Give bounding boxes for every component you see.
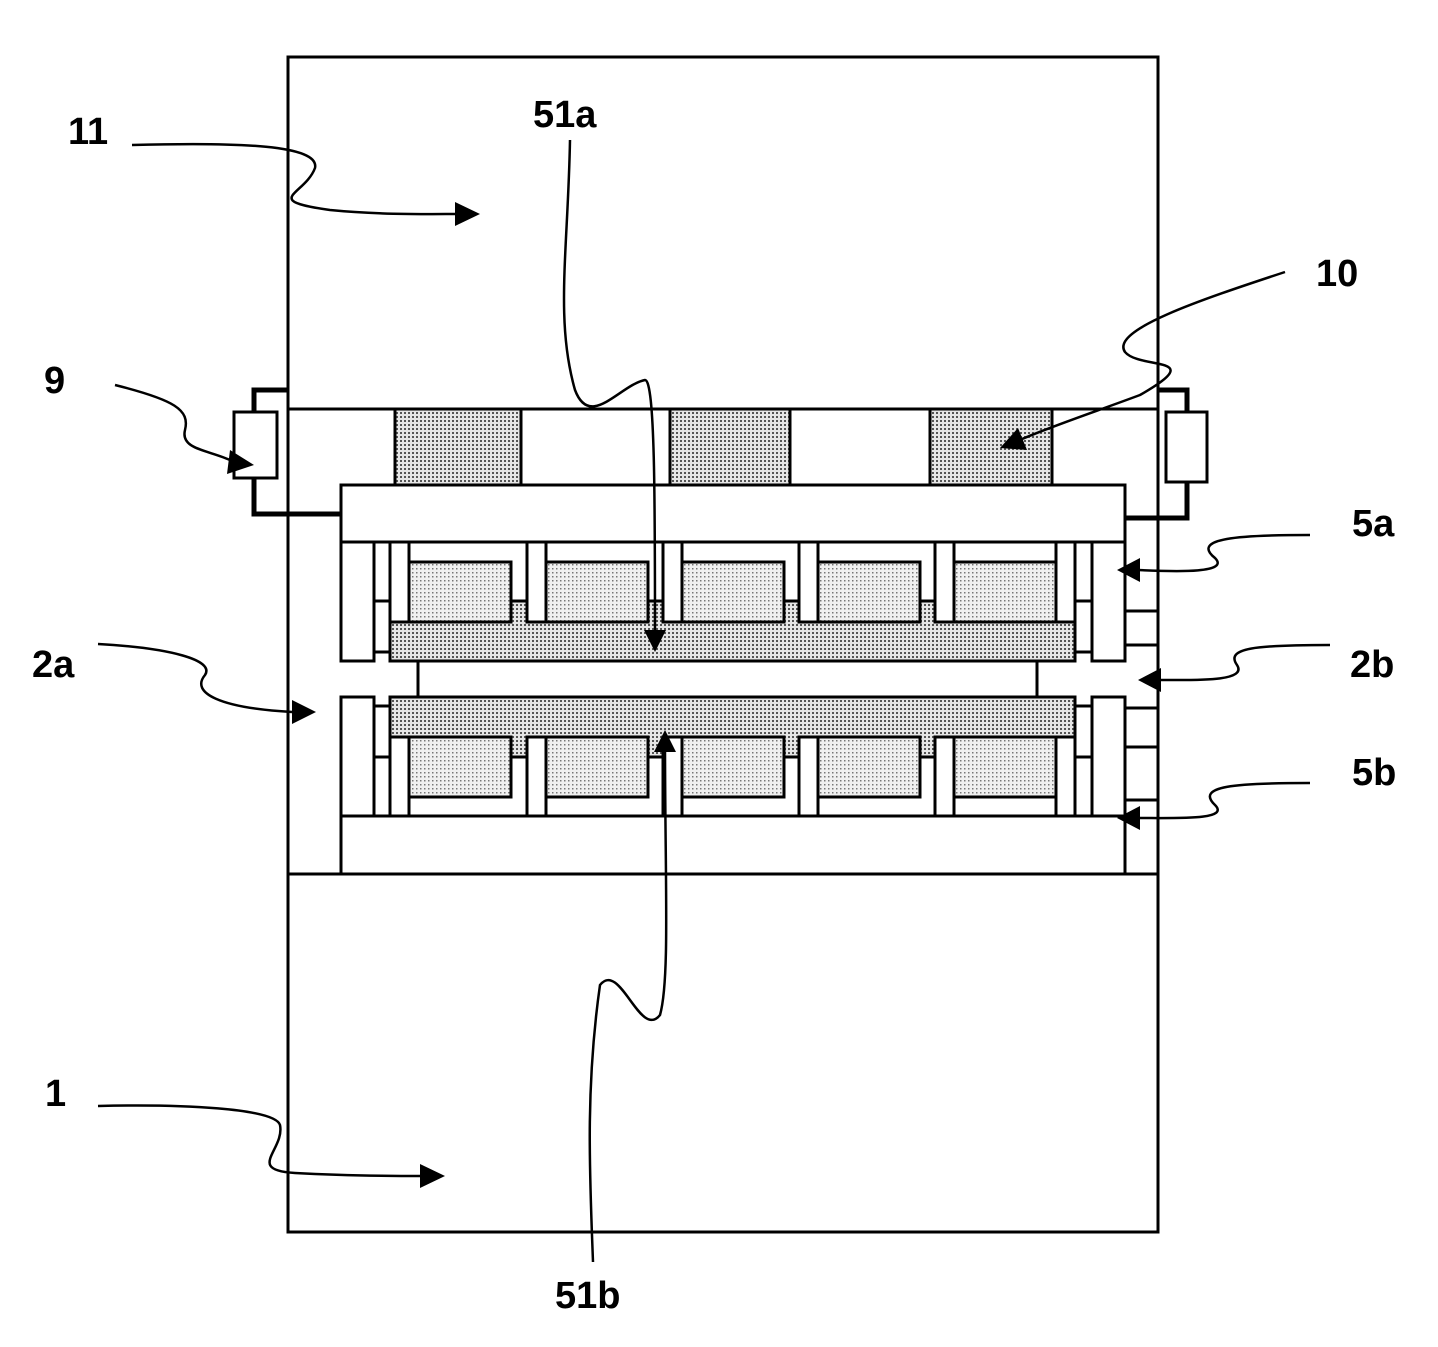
label-1: 1 xyxy=(45,1075,66,1113)
label-2a: 2a xyxy=(32,646,74,684)
leader-5b xyxy=(1138,783,1310,818)
label-51a: 51a xyxy=(533,96,596,134)
lower-plate xyxy=(341,816,1125,874)
label-11: 11 xyxy=(68,113,108,151)
label-9: 9 xyxy=(44,362,65,400)
leader-9 xyxy=(115,385,232,461)
lower-left-rail xyxy=(341,697,374,816)
label-5a: 5a xyxy=(1352,505,1394,543)
leader-5a xyxy=(1138,535,1310,571)
lower-segments xyxy=(409,737,1056,797)
magnet-block-3 xyxy=(930,409,1052,485)
lower-right-rail xyxy=(1092,697,1125,816)
leader-2b xyxy=(1160,645,1330,680)
magnet-block-1 xyxy=(395,409,521,485)
magnet-block-2 xyxy=(670,409,790,485)
upper-segments xyxy=(409,562,1056,622)
upper-plate xyxy=(341,485,1125,542)
upper-left-rail xyxy=(341,542,374,661)
label-5b: 5b xyxy=(1352,754,1396,792)
label-51b: 51b xyxy=(555,1277,620,1315)
leader-2a xyxy=(98,644,292,712)
label-2b: 2b xyxy=(1350,646,1394,684)
label-10: 10 xyxy=(1316,255,1358,293)
upper-right-rail xyxy=(1092,542,1125,661)
